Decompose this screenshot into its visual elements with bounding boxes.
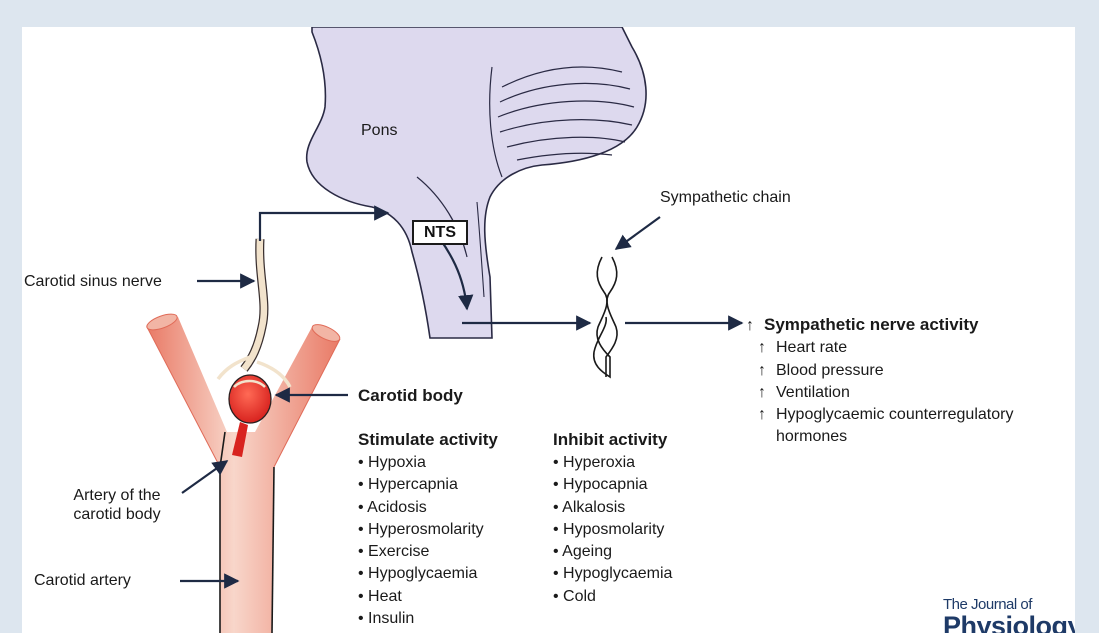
sympathetic-chain-pointer	[616, 217, 660, 249]
list-item: Cold	[553, 586, 672, 608]
up-arrow-icon: ↑	[758, 404, 776, 426]
list-item: Ventilation	[776, 384, 850, 401]
list-item: Hypoglycaemia	[553, 563, 672, 585]
carotid-body-label: Carotid body	[358, 386, 463, 405]
carotid-sinus-nerve-label: Carotid sinus nerve	[24, 272, 162, 291]
artery-of-carotid-body-label: Artery of the carotid body	[42, 486, 192, 524]
artery-of-carotid-body-line2: carotid body	[42, 505, 192, 524]
list-item: Hyperoxia	[553, 452, 672, 474]
list-item: Insulin	[358, 608, 498, 630]
carotid-artery-label: Carotid artery	[34, 571, 131, 590]
stimulate-list: Stimulate activity Hypoxia Hypercapnia A…	[358, 429, 498, 630]
list-item: Hypoglycaemic counterregulatory	[776, 406, 1013, 423]
nts-box: NTS	[412, 220, 468, 245]
list-item: Heat	[358, 586, 498, 608]
list-item: Hypoxia	[358, 452, 498, 474]
inhibit-heading: Inhibit activity	[553, 429, 672, 451]
list-item: Hypocapnia	[553, 474, 672, 496]
list-item: Hyperosmolarity	[358, 519, 498, 541]
figure-panel: Pons NTS Sympathetic chain Carotid sinus…	[22, 27, 1075, 633]
stimulate-heading: Stimulate activity	[358, 429, 498, 451]
pons-label: Pons	[361, 121, 397, 140]
sympathetic-chain-shape	[594, 257, 610, 377]
list-item: Heart rate	[776, 339, 847, 356]
list-item: Hyposmolarity	[553, 519, 672, 541]
effects-headline: Sympathetic nerve activity	[764, 315, 978, 334]
up-arrow-icon: ↑	[746, 315, 764, 337]
list-item: Exercise	[358, 541, 498, 563]
list-item: Hypercapnia	[358, 474, 498, 496]
up-arrow-icon: ↑	[758, 337, 776, 359]
inhibit-list: Inhibit activity Hyperoxia Hypocapnia Al…	[553, 429, 672, 608]
list-item: Ageing	[553, 541, 672, 563]
effects-list: ↑Sympathetic nerve activity ↑Heart rate …	[746, 314, 1013, 449]
artery-of-carotid-body-line1: Artery of the	[42, 486, 192, 505]
list-item-continuation: hormones	[746, 426, 1013, 448]
logo-line2: Physiology	[943, 613, 1075, 633]
up-arrow-icon: ↑	[758, 360, 776, 382]
up-arrow-icon: ↑	[758, 382, 776, 404]
sympathetic-chain-label: Sympathetic chain	[660, 188, 791, 207]
journal-logo: The Journal of Physiology	[943, 597, 1075, 633]
list-item: Acidosis	[358, 497, 498, 519]
nerve-to-nts-arrow	[260, 213, 388, 241]
brainstem-shape	[307, 27, 646, 338]
list-item: Hypoglycaemia	[358, 563, 498, 585]
list-item: Blood pressure	[776, 362, 884, 379]
list-item: Alkalosis	[553, 497, 672, 519]
